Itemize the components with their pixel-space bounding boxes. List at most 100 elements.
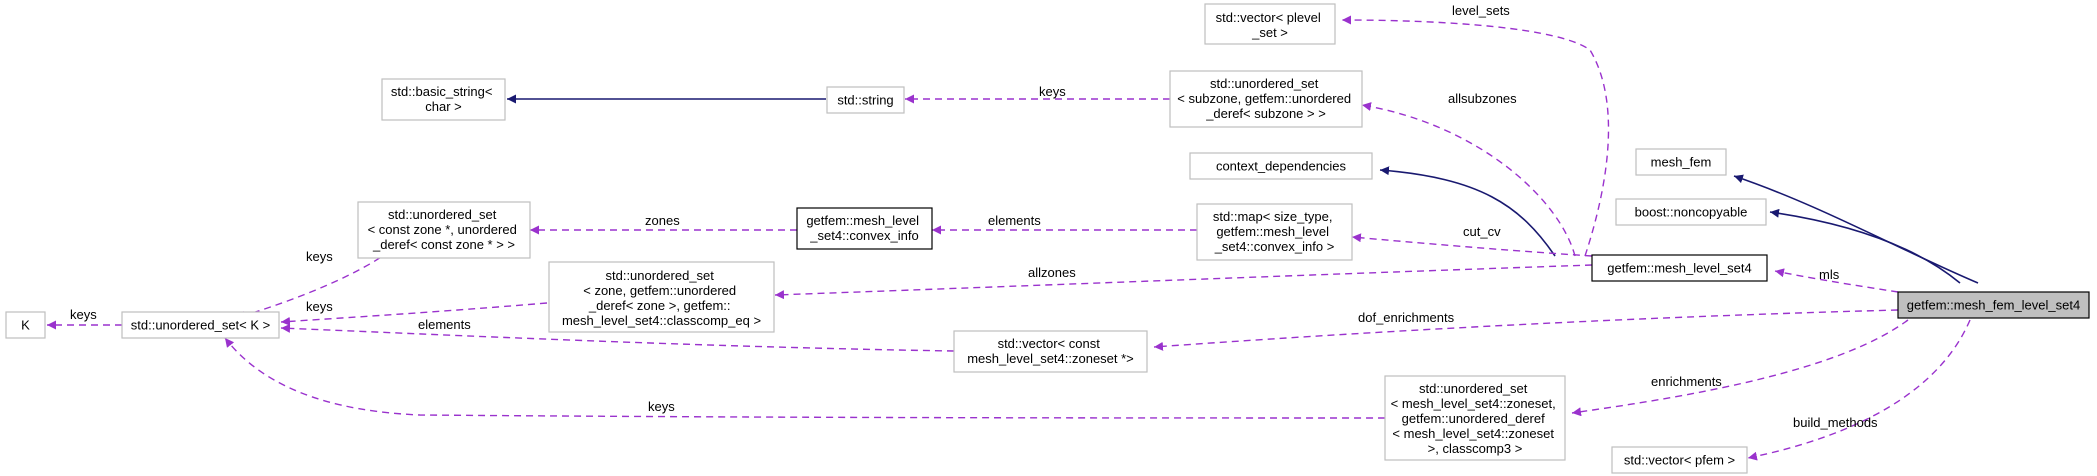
node-line: _deref< const zone * > >	[372, 237, 515, 252]
node-line: context_dependencies	[1216, 159, 1347, 174]
svg-text:boost::noncopyable: boost::noncopyable	[1635, 205, 1748, 220]
node-line: mesh_fem	[1651, 155, 1712, 170]
edge-label-enrichments: enrichments	[1651, 374, 1722, 389]
node-line: std::unordered_set	[605, 268, 714, 283]
node-K[interactable]: K	[5, 311, 46, 339]
node-line: _deref< subzone > >	[1205, 106, 1326, 121]
node-boost-noncopyable[interactable]: boost::noncopyable	[1615, 198, 1767, 226]
node-vector-pfem[interactable]: std::vector< pfem >	[1611, 446, 1748, 474]
node-line: std::vector< pfem >	[1624, 453, 1735, 468]
edge-enrichments	[1571, 319, 1909, 417]
node-std-string[interactable]: std::string	[826, 86, 905, 114]
svg-text:std::unordered_set < zon: std::unordered_set < zone, getfem::unord…	[562, 268, 761, 328]
node-unordered-set-subzone[interactable]: std::unordered_set < subzone, getfem::un…	[1169, 70, 1363, 128]
node-line: _set >	[1251, 25, 1288, 40]
svg-text:std::vector< const mesh_: std::vector< const mesh_level_set4::zone…	[967, 336, 1134, 366]
node-line: mesh_level_set4::classcomp_eq >	[562, 313, 761, 328]
edge-label-elements-convex: elements	[988, 213, 1041, 228]
svg-text:getfem::mesh_fem_level_set4: getfem::mesh_fem_level_set4	[1907, 298, 2080, 313]
svg-text:getfem::mesh_level _set4: getfem::mesh_level _set4::convex_info	[806, 213, 922, 243]
edge-label-cut-cv: cut_cv	[1463, 224, 1501, 239]
node-line: < zone, getfem::unordered	[583, 283, 736, 298]
node-line: _set4::convex_info	[809, 228, 918, 243]
svg-text:std::unordered_set < mes: std::unordered_set < mesh_level_set4::zo…	[1391, 381, 1560, 456]
node-line: std::unordered_set< K >	[131, 318, 270, 333]
node-line: >, classcomp3 >	[1428, 441, 1523, 456]
edge-inherit-noncopyable	[1769, 208, 1961, 284]
edge-label-keys-subzone: keys	[1039, 84, 1066, 99]
edge-label-dof-enrichments: dof_enrichments	[1358, 310, 1455, 325]
node-mesh-fem-level-set4[interactable]: getfem::mesh_fem_level_set4	[1897, 291, 2090, 319]
node-vector-const-zoneset[interactable]: std::vector< const mesh_level_set4::zone…	[953, 330, 1148, 373]
node-line: _set4::convex_info >	[1214, 239, 1335, 254]
node-line: < subzone, getfem::unordered	[1177, 91, 1351, 106]
node-unordered-set-zoneset[interactable]: std::unordered_set < mesh_level_set4::zo…	[1384, 375, 1566, 461]
svg-text:std::unordered_set< K >: std::unordered_set< K >	[131, 318, 270, 333]
node-line: getfem::mesh_fem_level_set4	[1907, 298, 2080, 313]
edge-allzones	[774, 264, 1593, 300]
edge-label-allsubzones: allsubzones	[1448, 91, 1517, 106]
node-line: std::unordered_set	[1210, 76, 1319, 91]
svg-text:std::map< size_type, get: std::map< size_type, getfem::mesh_level …	[1213, 209, 1336, 254]
svg-text:K: K	[21, 318, 30, 333]
node-line: getfem::mesh_level	[1216, 224, 1329, 239]
node-line: < const zone *, unordered	[368, 222, 517, 237]
edge-label-mls: mls	[1819, 267, 1840, 282]
node-line: K	[21, 318, 30, 333]
edge-build-methods	[1747, 319, 1971, 461]
node-line: _deref< zone >, getfem::	[588, 298, 731, 313]
node-map-size-type[interactable]: std::map< size_type, getfem::mesh_level …	[1196, 203, 1353, 261]
edge-dof-enrichments	[1153, 309, 1899, 351]
edge-label-build-methods: build_methods	[1793, 415, 1878, 430]
node-line: std::vector< const	[998, 336, 1101, 351]
node-line: char >	[425, 99, 462, 114]
node-line: < mesh_level_set4::zoneset	[1392, 426, 1554, 441]
node-line: getfem::unordered_deref	[1402, 411, 1545, 426]
svg-text:std::vector< pfem >: std::vector< pfem >	[1624, 453, 1735, 468]
svg-text:std::vector< plevel _set: std::vector< plevel _set >	[1216, 10, 1325, 40]
node-line: getfem::mesh_level	[806, 213, 919, 228]
node-line: getfem::mesh_level_set4	[1607, 261, 1752, 276]
edge-label-level-sets: level_sets	[1452, 3, 1510, 18]
edge-label-keys-zone: keys	[306, 299, 333, 314]
edge-label-zones: zones	[645, 213, 680, 228]
edge-keys-zone	[280, 302, 548, 326]
edge-allsubzones	[1361, 102, 1576, 257]
edge-inherit-mesh-fem	[1733, 174, 1979, 284]
node-unordered-set-const-zone[interactable]: std::unordered_set < const zone *, unord…	[357, 201, 531, 259]
node-line: std::string	[837, 93, 893, 108]
node-line: std::map< size_type,	[1213, 209, 1333, 224]
svg-text:std::string: std::string	[837, 93, 893, 108]
svg-text:std::unordered_set < sub: std::unordered_set < subzone, getfem::un…	[1177, 76, 1354, 121]
node-vector-plevel-set[interactable]: std::vector< plevel _set >	[1204, 3, 1336, 45]
edge-label-elements-K: elements	[418, 317, 471, 332]
svg-text:getfem::mesh_level_set4: getfem::mesh_level_set4	[1607, 261, 1752, 276]
edge-keys-zoneset	[224, 337, 1386, 419]
svg-text:context_dependencies: context_dependencies	[1216, 159, 1347, 174]
edge-cut-cv	[1351, 233, 1593, 257]
svg-text:mesh_fem: mesh_fem	[1651, 155, 1712, 170]
node-line: std::unordered_set	[388, 207, 497, 222]
edge-mls	[1774, 268, 1899, 293]
node-unordered-set-K[interactable]: std::unordered_set< K >	[121, 311, 280, 339]
node-convex-info[interactable]: getfem::mesh_level _set4::convex_info	[796, 207, 933, 250]
node-line: boost::noncopyable	[1635, 205, 1748, 220]
node-unordered-set-zone[interactable]: std::unordered_set < zone, getfem::unord…	[548, 261, 775, 333]
edge-level-sets	[1341, 15, 1610, 257]
edge-label-allzones: allzones	[1028, 265, 1076, 280]
node-line: std::basic_string<	[391, 84, 493, 99]
edge-label-keys-const-zone: keys	[306, 249, 333, 264]
node-line: < mesh_level_set4::zoneset,	[1391, 396, 1556, 411]
edge-label-keys-K: keys	[70, 307, 97, 322]
node-line: mesh_level_set4::zoneset *>	[967, 351, 1134, 366]
node-mesh-level-set4[interactable]: getfem::mesh_level_set4	[1591, 254, 1768, 282]
svg-text:std::basic_string< char: std::basic_string< char >	[391, 84, 496, 114]
node-basic-string[interactable]: std::basic_string< char >	[381, 78, 506, 121]
node-line: std::vector< plevel	[1216, 10, 1321, 25]
node-line: std::unordered_set	[1419, 381, 1528, 396]
node-mesh-fem[interactable]: mesh_fem	[1635, 148, 1727, 176]
svg-text:std::unordered_set < con: std::unordered_set < const zone *, unord…	[368, 207, 521, 252]
node-context-dependencies[interactable]: context_dependencies	[1189, 152, 1373, 180]
edge-label-keys-zoneset: keys	[648, 399, 675, 414]
